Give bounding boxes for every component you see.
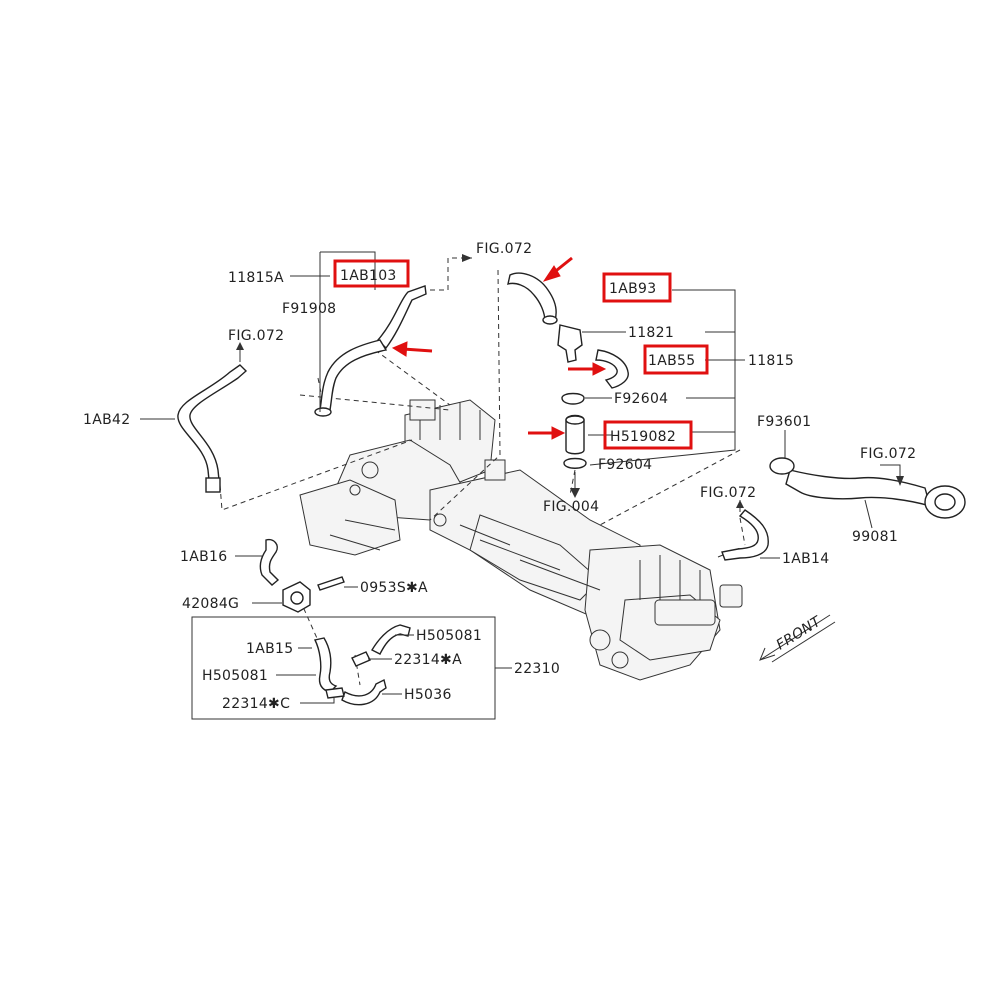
red-arrow-icon-3 [568, 362, 607, 376]
hose-99081-opening [934, 493, 956, 511]
arrow-down-icon [570, 488, 580, 498]
label-0953SA: 0953S✱A [360, 580, 428, 596]
label-1AB16: 1AB16 [180, 549, 227, 565]
label-42084G: 42084G [182, 596, 239, 612]
highlight-H519082 [603, 420, 693, 450]
label-H505081-lower: H505081 [202, 668, 268, 684]
hose-1AB55 [595, 349, 629, 389]
label-H519082: H519082 [610, 429, 676, 445]
label-1AB14: 1AB14 [782, 551, 829, 567]
label-22314A: 22314✱A [394, 652, 462, 668]
bracket-lines [140, 251, 904, 704]
connector-11821 [557, 324, 583, 363]
hose-1AB103 [377, 285, 427, 350]
label-1AB103: 1AB103 [340, 268, 397, 284]
highlight-1AB55 [643, 344, 709, 375]
label-fig072-right: FIG.072 [860, 446, 916, 462]
red-arrow-icon-1 [542, 256, 573, 282]
hose-1AB16 [259, 538, 280, 586]
label-22310: 22310 [514, 661, 560, 677]
fitting-22314C [325, 687, 345, 699]
hose-99081 [785, 469, 932, 508]
highlight-1AB103 [333, 259, 410, 288]
hose-1AB14 [721, 509, 769, 561]
label-F92604-upper: F92604 [614, 391, 668, 407]
red-arrow-icon-2 [391, 341, 433, 357]
hose-1AB93 [507, 272, 557, 323]
hose-1AB42 [177, 364, 248, 491]
label-F92604-lower: F92604 [598, 457, 652, 473]
label-11815A: 11815A [228, 270, 284, 286]
highlight-1AB93 [602, 272, 672, 303]
label-H5036: H5036 [404, 687, 452, 703]
label-11821: 11821 [628, 325, 674, 341]
hose-1AB15 [313, 637, 338, 693]
clamp-F92604-lower [563, 457, 587, 469]
front-arrow-icon [759, 614, 836, 663]
label-11815: 11815 [748, 353, 794, 369]
clamp-1AB42 [205, 477, 221, 493]
label-fig072-left: FIG.072 [228, 328, 284, 344]
label-1AB42: 1AB42 [83, 412, 130, 428]
hose-H505081-upper [371, 624, 411, 655]
label-F93601: F93601 [757, 414, 811, 430]
hose-H519082-top [565, 415, 585, 425]
label-1AB55: 1AB55 [648, 353, 695, 369]
label-fig072-top: FIG.072 [476, 241, 532, 257]
label-fig004: FIG.004 [543, 499, 599, 515]
clamp-1AB93 [542, 315, 558, 325]
valve-42084G-port [290, 591, 304, 605]
clamp-F93601 [769, 457, 795, 475]
intake-manifold [299, 399, 743, 681]
hose-F91908 [319, 339, 388, 411]
red-arrow-icon-4 [528, 426, 566, 440]
label-1AB93: 1AB93 [609, 281, 656, 297]
label-1AB15: 1AB15 [246, 641, 293, 657]
clamp-F91908 [314, 407, 332, 417]
label-99081: 99081 [852, 529, 898, 545]
bolt-0953S [317, 576, 345, 591]
clamp-F92604-upper [561, 392, 585, 405]
hose-H5036 [341, 678, 387, 706]
label-22314C: 22314✱C [222, 696, 290, 712]
label-fig072-mid: FIG.072 [700, 485, 756, 501]
fitting-22314A [351, 651, 371, 667]
label-H505081-upper: H505081 [416, 628, 482, 644]
label-F91908: F91908 [282, 301, 336, 317]
